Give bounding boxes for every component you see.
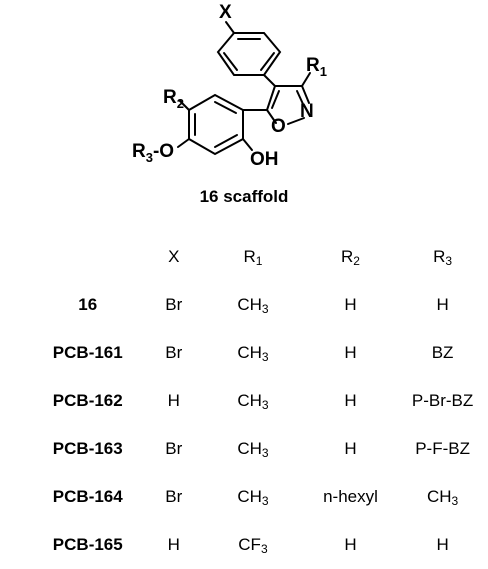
aryl-link-bond [263, 74, 276, 87]
compound-name: 16 [78, 295, 98, 314]
atom-o-ring: O [271, 116, 286, 137]
phenol-double-1 [214, 101, 237, 114]
table-row: PCB-161 Br CH3 H BZ [30, 329, 488, 377]
cell-x: H [167, 391, 180, 410]
table-row: PCB-165 H CF3 H H [30, 521, 488, 569]
cell-r2: n-hexyl [323, 487, 378, 506]
chemical-structure: X R1 N O R2 R3-O OH [132, 2, 327, 170]
header-r1: R1 [243, 247, 263, 268]
phenyl-double-2 [223, 52, 238, 71]
atom-oh: OH [250, 149, 279, 170]
atom-n: N [300, 101, 314, 122]
c3-n-bond [301, 85, 310, 104]
cell-r1: CF3 [238, 535, 268, 556]
cell-r3: P-Br-BZ [411, 391, 474, 410]
cell-r3: H [436, 535, 449, 554]
table-row: PCB-164 Br CH3 n-hexyl CH3 [30, 473, 488, 521]
header-compound [30, 233, 146, 281]
cell-r1: CH3 [237, 487, 269, 508]
cell-x: Br [165, 295, 183, 314]
header-r3: R3 [433, 247, 453, 268]
atom-r3-ether: R3-O [132, 141, 174, 165]
cell-r1: CH3 [237, 343, 269, 364]
table-row: PCB-162 H CH3 H P-Br-BZ [30, 377, 488, 425]
phenol-double-3 [214, 134, 238, 148]
cell-r1: CH3 [237, 391, 269, 412]
atom-r1: R1 [306, 55, 327, 79]
compound-name: PCB-161 [52, 343, 123, 362]
cell-r1: CH3 [237, 295, 269, 316]
ether-bond [177, 138, 190, 148]
atom-x: X [219, 2, 232, 23]
cell-r1: CH3 [237, 439, 269, 460]
r2-bond [179, 100, 190, 111]
compound-name: PCB-164 [52, 487, 123, 506]
atom-r2: R2 [163, 87, 184, 111]
cell-x: Br [165, 343, 183, 362]
substituent-table: X R1 R2 R3 16 Br CH3 H H PCB-161 Br CH3 … [30, 233, 488, 569]
c3-n-double [296, 90, 304, 105]
r1-bond [301, 72, 311, 87]
cell-r3: H [436, 295, 449, 314]
cell-x: H [167, 535, 180, 554]
n-o-bond [287, 117, 305, 125]
table-row: PCB-163 Br CH3 H P-F-BZ [30, 425, 488, 473]
cell-r2: H [344, 343, 357, 362]
compound-name: PCB-165 [52, 535, 123, 554]
cell-r2: H [344, 391, 357, 410]
cell-x: Br [165, 439, 183, 458]
header-r2: R2 [341, 247, 360, 268]
phenol-ring [188, 93, 244, 156]
cell-r3: CH3 [426, 487, 459, 508]
table-row: 16 Br CH3 H H [30, 281, 488, 329]
cell-x: Br [165, 487, 183, 506]
structure-atoms: X R1 N O R2 R3-O OH [132, 2, 327, 170]
compound-name: PCB-163 [52, 439, 123, 458]
cell-r3: P-F-BZ [415, 439, 470, 458]
o-c5-bond [266, 109, 277, 124]
header-x: X [168, 247, 180, 266]
compound-name: PCB-162 [52, 391, 123, 410]
table-header-row: X R1 R2 R3 [30, 233, 488, 281]
oh-bond [242, 138, 253, 151]
cell-r2: H [344, 439, 357, 458]
structure-bonds [177, 21, 311, 156]
cell-r3: BZ [431, 343, 454, 362]
c5-c4-bond [266, 85, 276, 111]
cell-r2: H [344, 535, 357, 554]
c5-c4-double [271, 90, 280, 109]
x-bond [225, 21, 235, 34]
phenyl-double-3 [260, 52, 275, 71]
cell-r2: H [344, 295, 357, 314]
scaffold-caption: 16 scaffold [199, 187, 289, 206]
